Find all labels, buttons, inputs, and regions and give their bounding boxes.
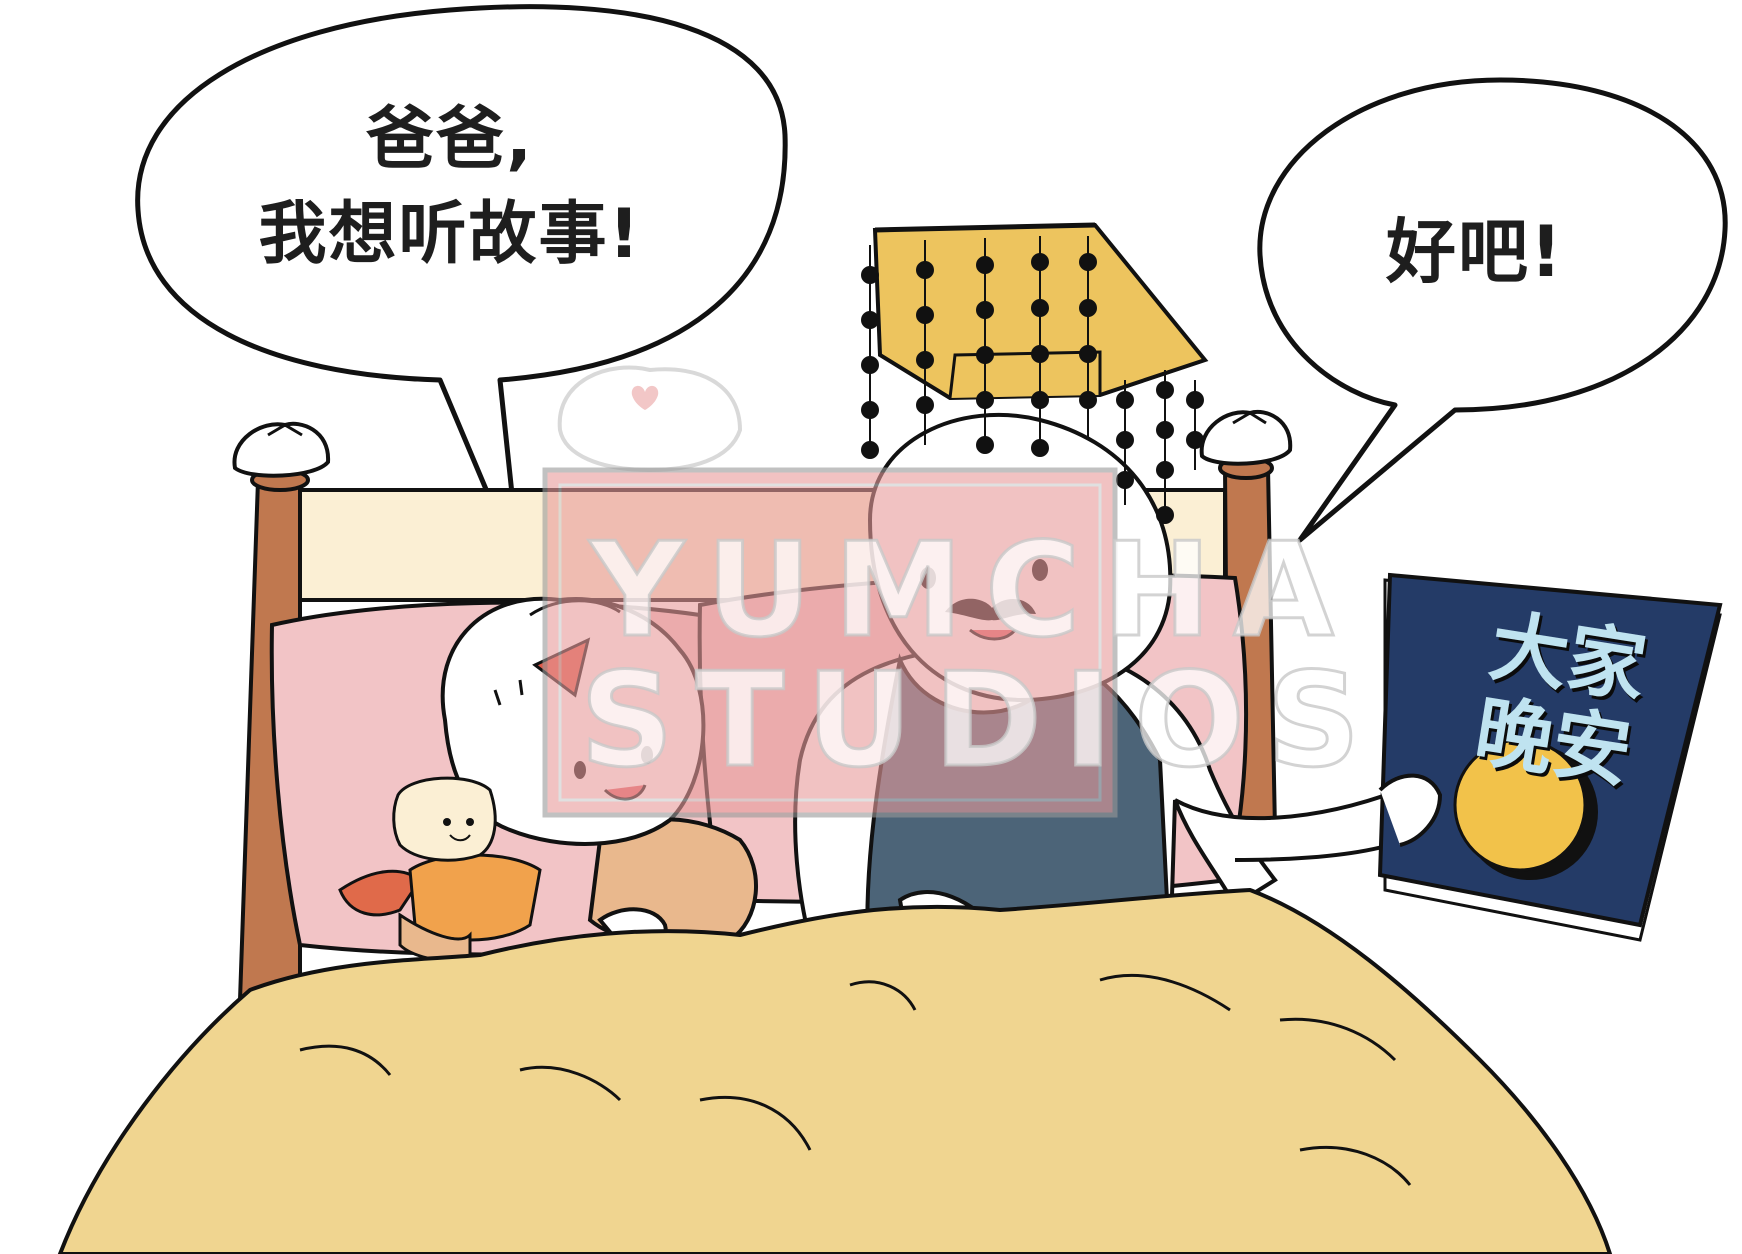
watermark-dumpling-logo	[557, 365, 743, 473]
crown-bead-strings	[861, 236, 1204, 524]
watermark-frame	[542, 467, 1118, 818]
speech-bubble-child	[135, 4, 788, 573]
child-speech-line-1: 爸爸,	[366, 100, 534, 179]
post-finial-dumpling-left	[232, 421, 331, 478]
watermark-text-line-2: STUDIOS	[578, 644, 1383, 796]
watermark-text-line-1: YUMCHA	[589, 514, 1356, 666]
child-speech-line-2: 我想听故事!	[258, 195, 642, 274]
toy-plush	[338, 776, 542, 963]
blanket	[57, 887, 1613, 1254]
father-speech-line: 好吧!	[1386, 211, 1564, 293]
book	[1377, 572, 1723, 942]
post-finial-dumpling-right	[1199, 409, 1293, 466]
speech-bubble-father	[1257, 77, 1728, 543]
